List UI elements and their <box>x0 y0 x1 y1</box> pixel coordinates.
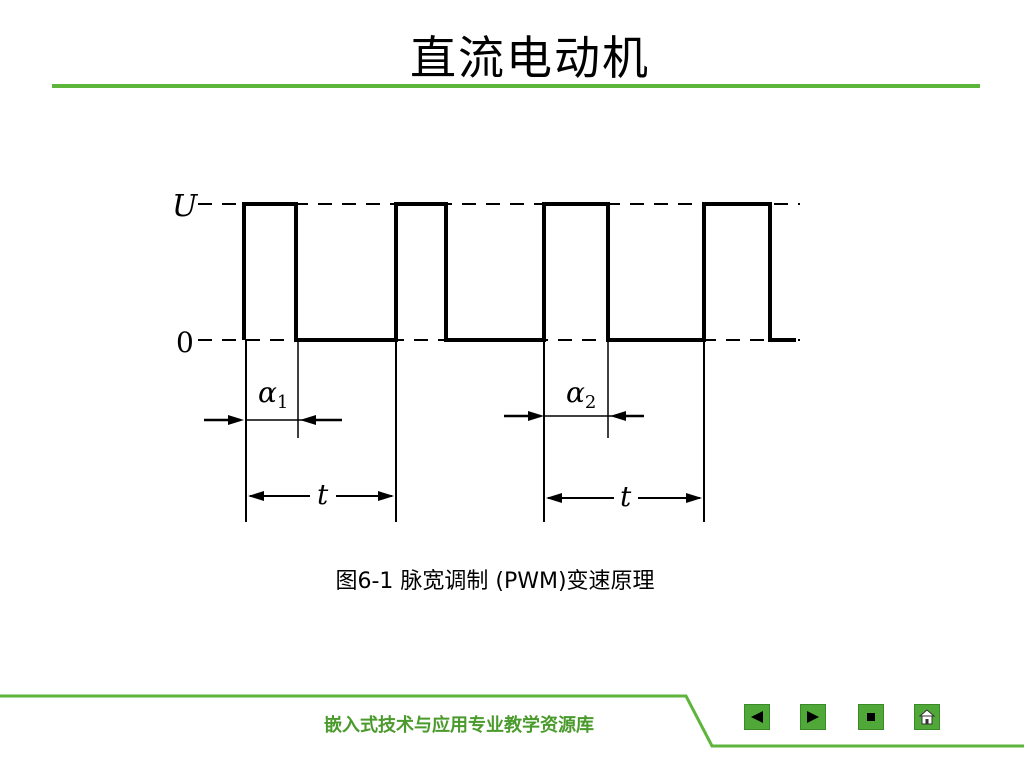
pwm-diagram: U 0 α1 α2 t t <box>172 189 800 522</box>
u-label: U <box>172 189 199 224</box>
alpha1-arrowhead <box>228 415 244 425</box>
next-icon <box>807 711 819 723</box>
home-button[interactable] <box>914 704 940 730</box>
alpha1-symbol: α <box>258 376 277 409</box>
title-divider <box>52 84 980 88</box>
stop-icon <box>867 713 875 721</box>
alpha2-arrowhead <box>610 411 626 421</box>
prev-icon <box>751 711 763 723</box>
pwm-waveform <box>242 202 796 342</box>
period-label-2: t <box>620 480 632 513</box>
alpha1-label: α1 <box>258 376 288 413</box>
alpha2-subscript: 2 <box>585 392 596 413</box>
prev-button[interactable] <box>744 704 770 730</box>
alpha2-arrowhead <box>528 411 544 421</box>
stop-button[interactable] <box>858 704 884 730</box>
period-label-1: t <box>317 478 329 511</box>
alpha2-label: α2 <box>566 376 596 413</box>
footer-line <box>0 694 1024 748</box>
home-icon <box>918 709 936 725</box>
zero-label: 0 <box>176 326 194 359</box>
alpha2-symbol: α <box>566 376 585 409</box>
next-button[interactable] <box>800 704 826 730</box>
figure-caption: 图6-1 脉宽调制 (PWM)变速原理 <box>335 569 655 594</box>
footer-text: 嵌入式技术与应用专业教学资源库 <box>324 715 594 736</box>
period-arrowhead <box>378 491 394 501</box>
alpha1-arrowhead <box>300 415 316 425</box>
alpha1-subscript: 1 <box>277 392 288 413</box>
period-arrowhead <box>248 491 264 501</box>
period-arrowhead <box>686 493 702 503</box>
page-title: 直流电动机 <box>410 31 650 85</box>
period-arrowhead <box>546 493 562 503</box>
footer-decoration <box>0 694 1024 748</box>
